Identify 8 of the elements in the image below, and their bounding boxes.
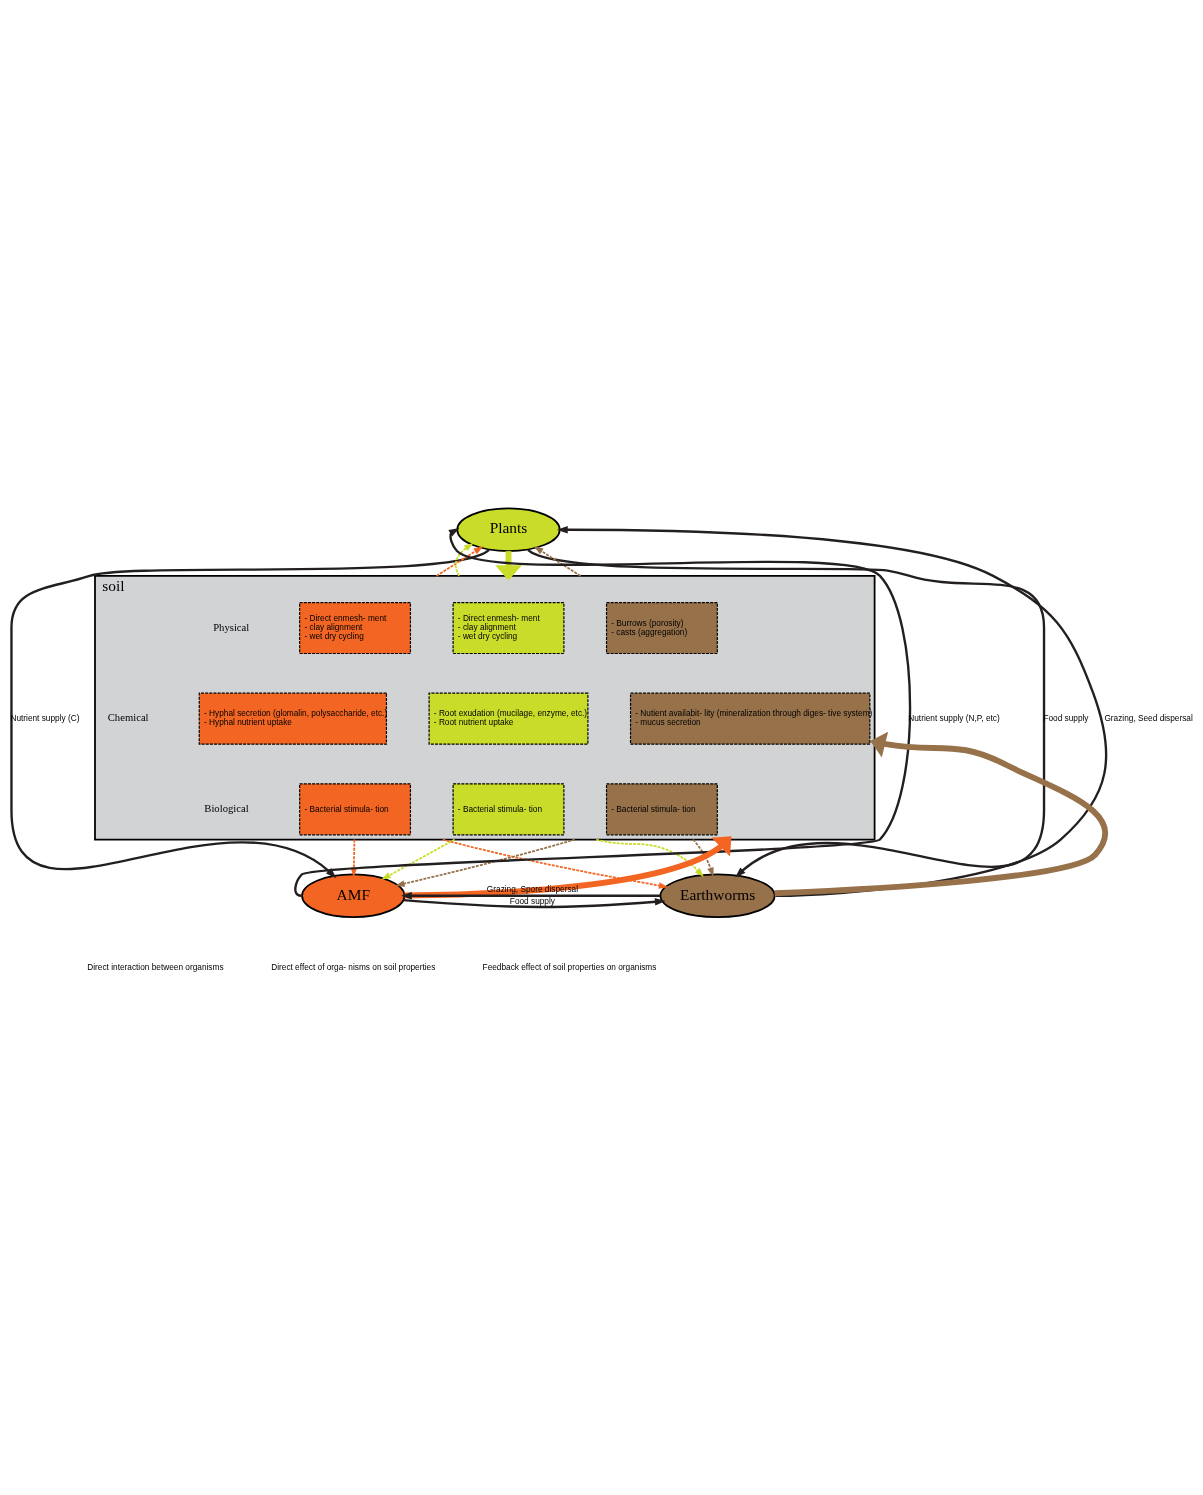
- legend-label: Feedback effect of soil properties on organisms: [482, 961, 657, 972]
- legend-label: Direct effect of orga- nisms on soil properties: [271, 961, 436, 972]
- label: Physical: [213, 621, 250, 633]
- legend-label: Direct interaction between organisms: [87, 961, 224, 972]
- edge-label: Food supply: [509, 895, 555, 906]
- label: Chemical: [107, 711, 149, 723]
- edge-label: Grazing, Seed dispersal: [1104, 712, 1193, 723]
- label: Biological: [204, 802, 249, 814]
